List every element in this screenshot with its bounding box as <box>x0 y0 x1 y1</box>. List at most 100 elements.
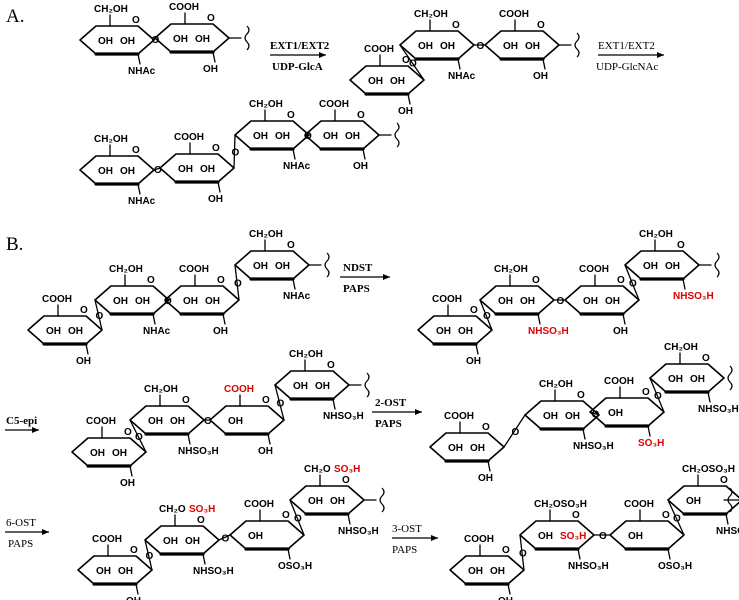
oh-label: OH <box>525 41 540 52</box>
oh-label: OH <box>308 496 323 507</box>
chain-continuation-mark <box>324 252 330 278</box>
bond <box>577 548 581 560</box>
ring-oxygen-label: O <box>662 510 670 521</box>
sugar-ring <box>144 525 220 555</box>
oh-label: OH <box>120 36 135 47</box>
chain-continuation-mark <box>244 25 250 51</box>
glycosidic-oxygen-label: O <box>477 41 485 52</box>
glycosidic-oxygen-label: O <box>154 165 162 176</box>
ch2oh-label: CH₂OH <box>249 99 283 110</box>
sugar-ring <box>94 285 170 315</box>
oh-label: OH <box>163 536 178 547</box>
oh-label: OH <box>533 71 548 82</box>
oh-label: OH <box>643 261 658 272</box>
ch2oh-label: CH₂OH <box>144 384 178 395</box>
cooh-label: COOH <box>86 416 116 427</box>
sugar-ring <box>449 555 525 585</box>
cooh-label: COOH <box>92 534 122 545</box>
ring-oxygen-label: O <box>80 305 88 316</box>
nhso3h-label: NHSO₃H <box>323 411 364 422</box>
cooh-label: COOH <box>464 534 494 545</box>
ring-oxygen-label: O <box>182 395 190 406</box>
glycosidic-bond <box>218 534 231 541</box>
sugar-ring <box>27 315 103 345</box>
glycosidic-oxygen-label: O <box>483 311 491 322</box>
bond <box>542 58 546 70</box>
oh-label: OH <box>275 131 290 142</box>
oh-label: OH <box>213 326 228 337</box>
oh-label: OH <box>448 443 463 454</box>
ring-oxygen-label: O <box>677 240 685 251</box>
reaction-arrows-layer: EXT1/EXT2UDP-GlcAEXT1/EXT2UDP-GlcNAcNDST… <box>5 40 664 556</box>
oh-label: OH <box>126 596 141 600</box>
oh-label: OH <box>98 166 113 177</box>
ring-oxygen-label: O <box>452 20 460 31</box>
oh-label: OH <box>470 443 485 454</box>
oh-label: OH <box>330 496 345 507</box>
ch2oh-label: CH₂OH <box>539 379 573 390</box>
section-a-label: A. <box>6 6 24 27</box>
ring-oxygen-label: O <box>470 305 478 316</box>
nhso3h-label: NHSO₃H <box>528 326 569 337</box>
glycosidic-oxygen-label: O <box>629 279 637 290</box>
ch2oso3h-label: CH₂OSO₃H <box>534 499 587 510</box>
glycosidic-bond <box>153 167 161 171</box>
ring-oxygen-label: O <box>217 275 225 286</box>
sugar-ring <box>304 120 380 150</box>
oso3h-label: OSO₃H <box>658 561 692 572</box>
oh-label: OH <box>498 596 513 600</box>
sugar-ring <box>479 285 555 315</box>
glycosidic-bond <box>624 264 640 301</box>
glycosidic-oxygen-label: O <box>409 59 417 70</box>
ch2o-label: CH₂O <box>304 464 331 475</box>
oh-label: OH <box>315 381 330 392</box>
bond <box>457 58 461 70</box>
glycosidic-bond <box>144 539 153 571</box>
glycosidic-oxygen-label: O <box>294 514 302 525</box>
oh-label: OH <box>368 76 383 87</box>
enzyme-label: EXT1/EXT2 <box>598 40 655 52</box>
ch2oh-label: CH₂OH <box>494 264 528 275</box>
bond <box>292 278 296 290</box>
ch2oh-label: CH₂OH <box>664 342 698 353</box>
bond <box>647 425 651 437</box>
so3h-label: SO₃H <box>560 531 586 542</box>
ring-oxygen-label: O <box>617 275 625 286</box>
glycosidic-oxygen-label: O <box>512 427 520 438</box>
oh-label: OH <box>538 531 553 542</box>
nhac-label: NHAc <box>283 291 311 302</box>
oh-label: OH <box>195 34 210 45</box>
oh-label: OH <box>200 164 215 175</box>
sugar-ring <box>79 155 155 185</box>
oh-label: OH <box>418 41 433 52</box>
oh-label: OH <box>490 566 505 577</box>
bond <box>347 513 351 525</box>
chain-continuation-mark <box>714 252 720 278</box>
glycosidic-bond <box>479 299 493 331</box>
nhac-label: NHAc <box>128 66 156 77</box>
sugar-ring <box>399 30 475 60</box>
cooh-label: COOH <box>579 264 609 275</box>
glycosidic-bond <box>289 499 305 536</box>
ring-oxygen-label: O <box>124 427 132 438</box>
bond <box>707 391 711 403</box>
glycosidic-bond <box>399 44 425 81</box>
cofactor-label: UDP-GlcNAc <box>596 61 658 73</box>
nhso3h-label: NHSO₃H <box>673 291 714 302</box>
cofactor-label: PAPS <box>375 418 402 430</box>
chain-continuation-mark <box>379 487 385 513</box>
ring-oxygen-label: O <box>532 275 540 286</box>
sugar-ring <box>484 30 560 60</box>
oh-label: OH <box>458 326 473 337</box>
